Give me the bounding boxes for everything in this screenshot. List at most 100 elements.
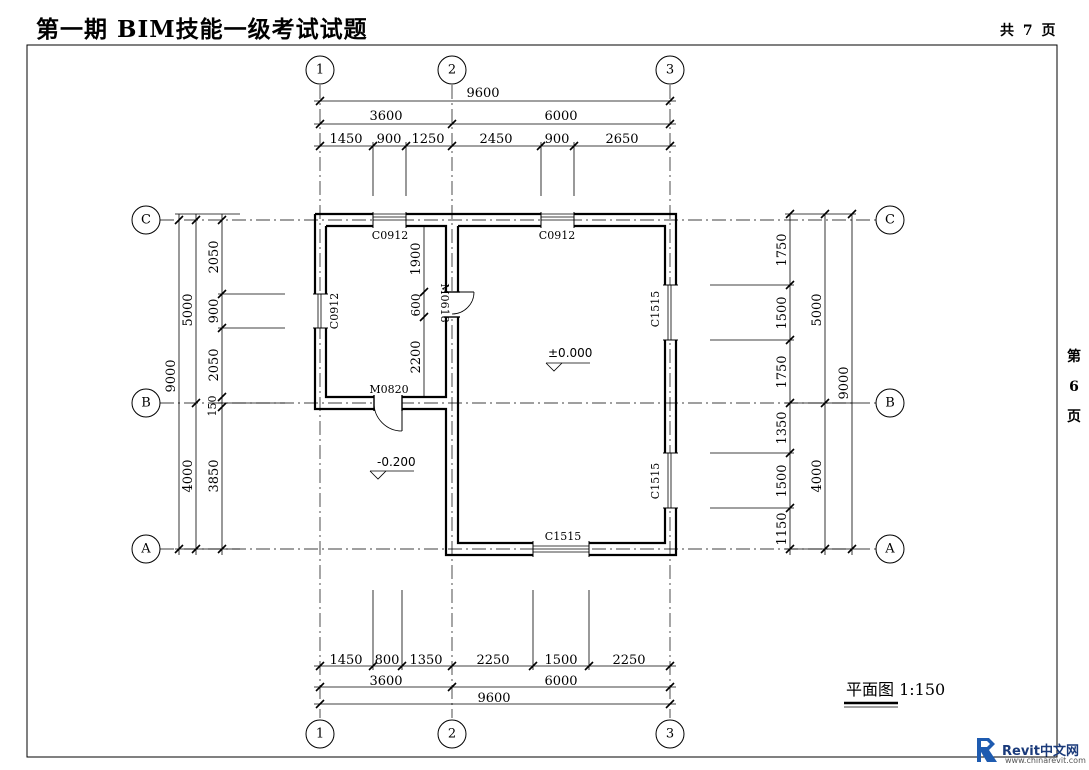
dim-bottom-detail-2: 800: [375, 653, 400, 668]
dim-bottom-detail-6: 2250: [612, 653, 645, 668]
left-room-inner-wall: [324, 224, 448, 399]
level-outside-text: -0.200: [377, 455, 416, 469]
axis-bubble-1-bottom: [305, 719, 335, 749]
logo-main-text: Revit中文网: [1002, 744, 1079, 759]
logo-sub-text: www.chinarevit.com: [1005, 756, 1086, 765]
axis-label-b-left: B: [141, 396, 151, 411]
door-entry-opening: [374, 395, 402, 411]
dim-top-mid-1: 3600: [369, 109, 402, 124]
dim-inner-1900: 1900: [409, 242, 424, 275]
axis-lines: [160, 85, 876, 718]
side-page-char-3: 页: [1067, 409, 1081, 425]
axis-bubble-3-bottom: [655, 719, 685, 749]
axis-label-a-left: A: [140, 542, 151, 557]
dim-top-detail-2: 900: [377, 132, 402, 147]
axis-label-1-bottom: 1: [316, 727, 324, 742]
page-total: 共 7 页: [1000, 23, 1056, 39]
axis-bubble-2-bottom: [437, 719, 467, 749]
dim-bottom-detail-3: 1350: [409, 653, 442, 668]
label-window-left: C0912: [328, 293, 341, 329]
dim-right-detail-5: 1500: [775, 464, 790, 497]
axis-bubble-a-left: [131, 534, 161, 564]
dim-top-detail-3: 1250: [411, 132, 444, 147]
label-window-right-lower: C1515: [649, 463, 662, 499]
dim-bottom-total: 9600: [477, 691, 510, 706]
axis-bubble-c-right: [875, 205, 905, 235]
axis-label-b-right: B: [885, 396, 895, 411]
axis-label-3-top: 3: [666, 63, 674, 78]
dim-top-total: 9600: [466, 86, 499, 101]
dim-left-detail-4: 150: [206, 396, 219, 417]
dim-left-detail-2: 900: [207, 299, 222, 324]
dim-top-detail-5: 900: [545, 132, 570, 147]
label-window-top-right: C0912: [539, 229, 575, 242]
dim-right-total: 9000: [837, 366, 852, 399]
outer-wall: [313, 212, 678, 557]
label-window-top-left: C0912: [372, 229, 408, 242]
windows: [313, 212, 678, 557]
dim-left-detail-1: 2050: [207, 240, 222, 273]
dim-bottom-mid-1: 3600: [369, 674, 402, 689]
level-marker-main: ±0.000: [545, 346, 592, 372]
dim-top-detail-1: 1450: [329, 132, 362, 147]
plan-caption: 平面图 1:150: [846, 680, 945, 699]
axis-label-c-left: C: [141, 213, 151, 228]
dim-left-mid-2: 4000: [181, 459, 196, 492]
window-right-lower: [663, 453, 678, 508]
dim-right-mid-1: 5000: [810, 293, 825, 326]
dim-inner-600: 600: [409, 294, 423, 317]
label-door-inner: M0618: [438, 283, 451, 322]
right-room-inner-wall: [456, 224, 667, 545]
dim-top-mid-2: 6000: [544, 109, 577, 124]
axis-bubble-a-right: [875, 534, 905, 564]
label-door-entry: M0820: [369, 383, 408, 396]
dimension-ticks: [174, 96, 857, 709]
dim-bottom-detail-1: 1450: [329, 653, 362, 668]
axis-bubble-b-right: [875, 388, 905, 418]
dim-inner-2200: 2200: [409, 340, 424, 373]
dim-top-detail-6: 2650: [605, 132, 638, 147]
side-page-number: 第 6 页: [1066, 342, 1082, 432]
axis-bubble-b-left: [131, 388, 161, 418]
axis-label-3-bottom: 3: [666, 727, 674, 742]
sheet-title: 第一期 BIM技能一级考试试题: [36, 16, 368, 43]
dim-right-detail-3: 1750: [775, 355, 790, 388]
dim-left-detail-5: 3850: [207, 459, 222, 492]
level-main-text: ±0.000: [548, 346, 592, 360]
dim-right-detail-2: 1500: [775, 296, 790, 329]
dimension-lines: [175, 100, 856, 705]
window-right-upper: [663, 285, 678, 340]
axis-bubble-3-top: [655, 55, 685, 85]
dim-bottom-detail-4: 2250: [476, 653, 509, 668]
axis-label-c-right: C: [885, 213, 895, 228]
dim-top-detail-4: 2450: [479, 132, 512, 147]
revit-logo-icon: [977, 738, 997, 762]
window-left: [313, 294, 328, 328]
label-window-bottom: C1515: [545, 530, 581, 543]
door-inner-swing: [451, 291, 475, 315]
dim-bottom-mid-2: 6000: [544, 674, 577, 689]
dim-right-mid-2: 4000: [810, 459, 825, 492]
axis-bubble-c-left: [131, 205, 161, 235]
axis-label-2-bottom: 2: [448, 727, 456, 742]
revit-logo: Revit中文网 www.chinarevit.com: [975, 734, 1086, 768]
side-page-char-1: 第: [1067, 349, 1081, 365]
axis-label-2-top: 2: [448, 63, 456, 78]
dim-right-detail-6: 1150: [775, 512, 790, 545]
doors: [373, 291, 475, 432]
level-marker-outside: -0.200: [369, 455, 416, 480]
label-window-right-upper: C1515: [649, 291, 662, 327]
dim-bottom-detail-5: 1500: [544, 653, 577, 668]
axis-bubble-1-top: [305, 55, 335, 85]
side-page-char-2: 6: [1069, 379, 1079, 395]
dim-left-detail-3: 2050: [207, 348, 222, 381]
dim-right-detail-4: 1350: [775, 411, 790, 444]
axis-label-a-right: A: [884, 542, 895, 557]
axis-label-1-top: 1: [316, 63, 324, 78]
drawing-frame: [26, 44, 1058, 758]
dim-left-total: 9000: [164, 359, 179, 392]
dim-left-mid-1: 5000: [181, 293, 196, 326]
door-inner-opening: [444, 292, 460, 317]
axis-bubble-2-top: [437, 55, 467, 85]
